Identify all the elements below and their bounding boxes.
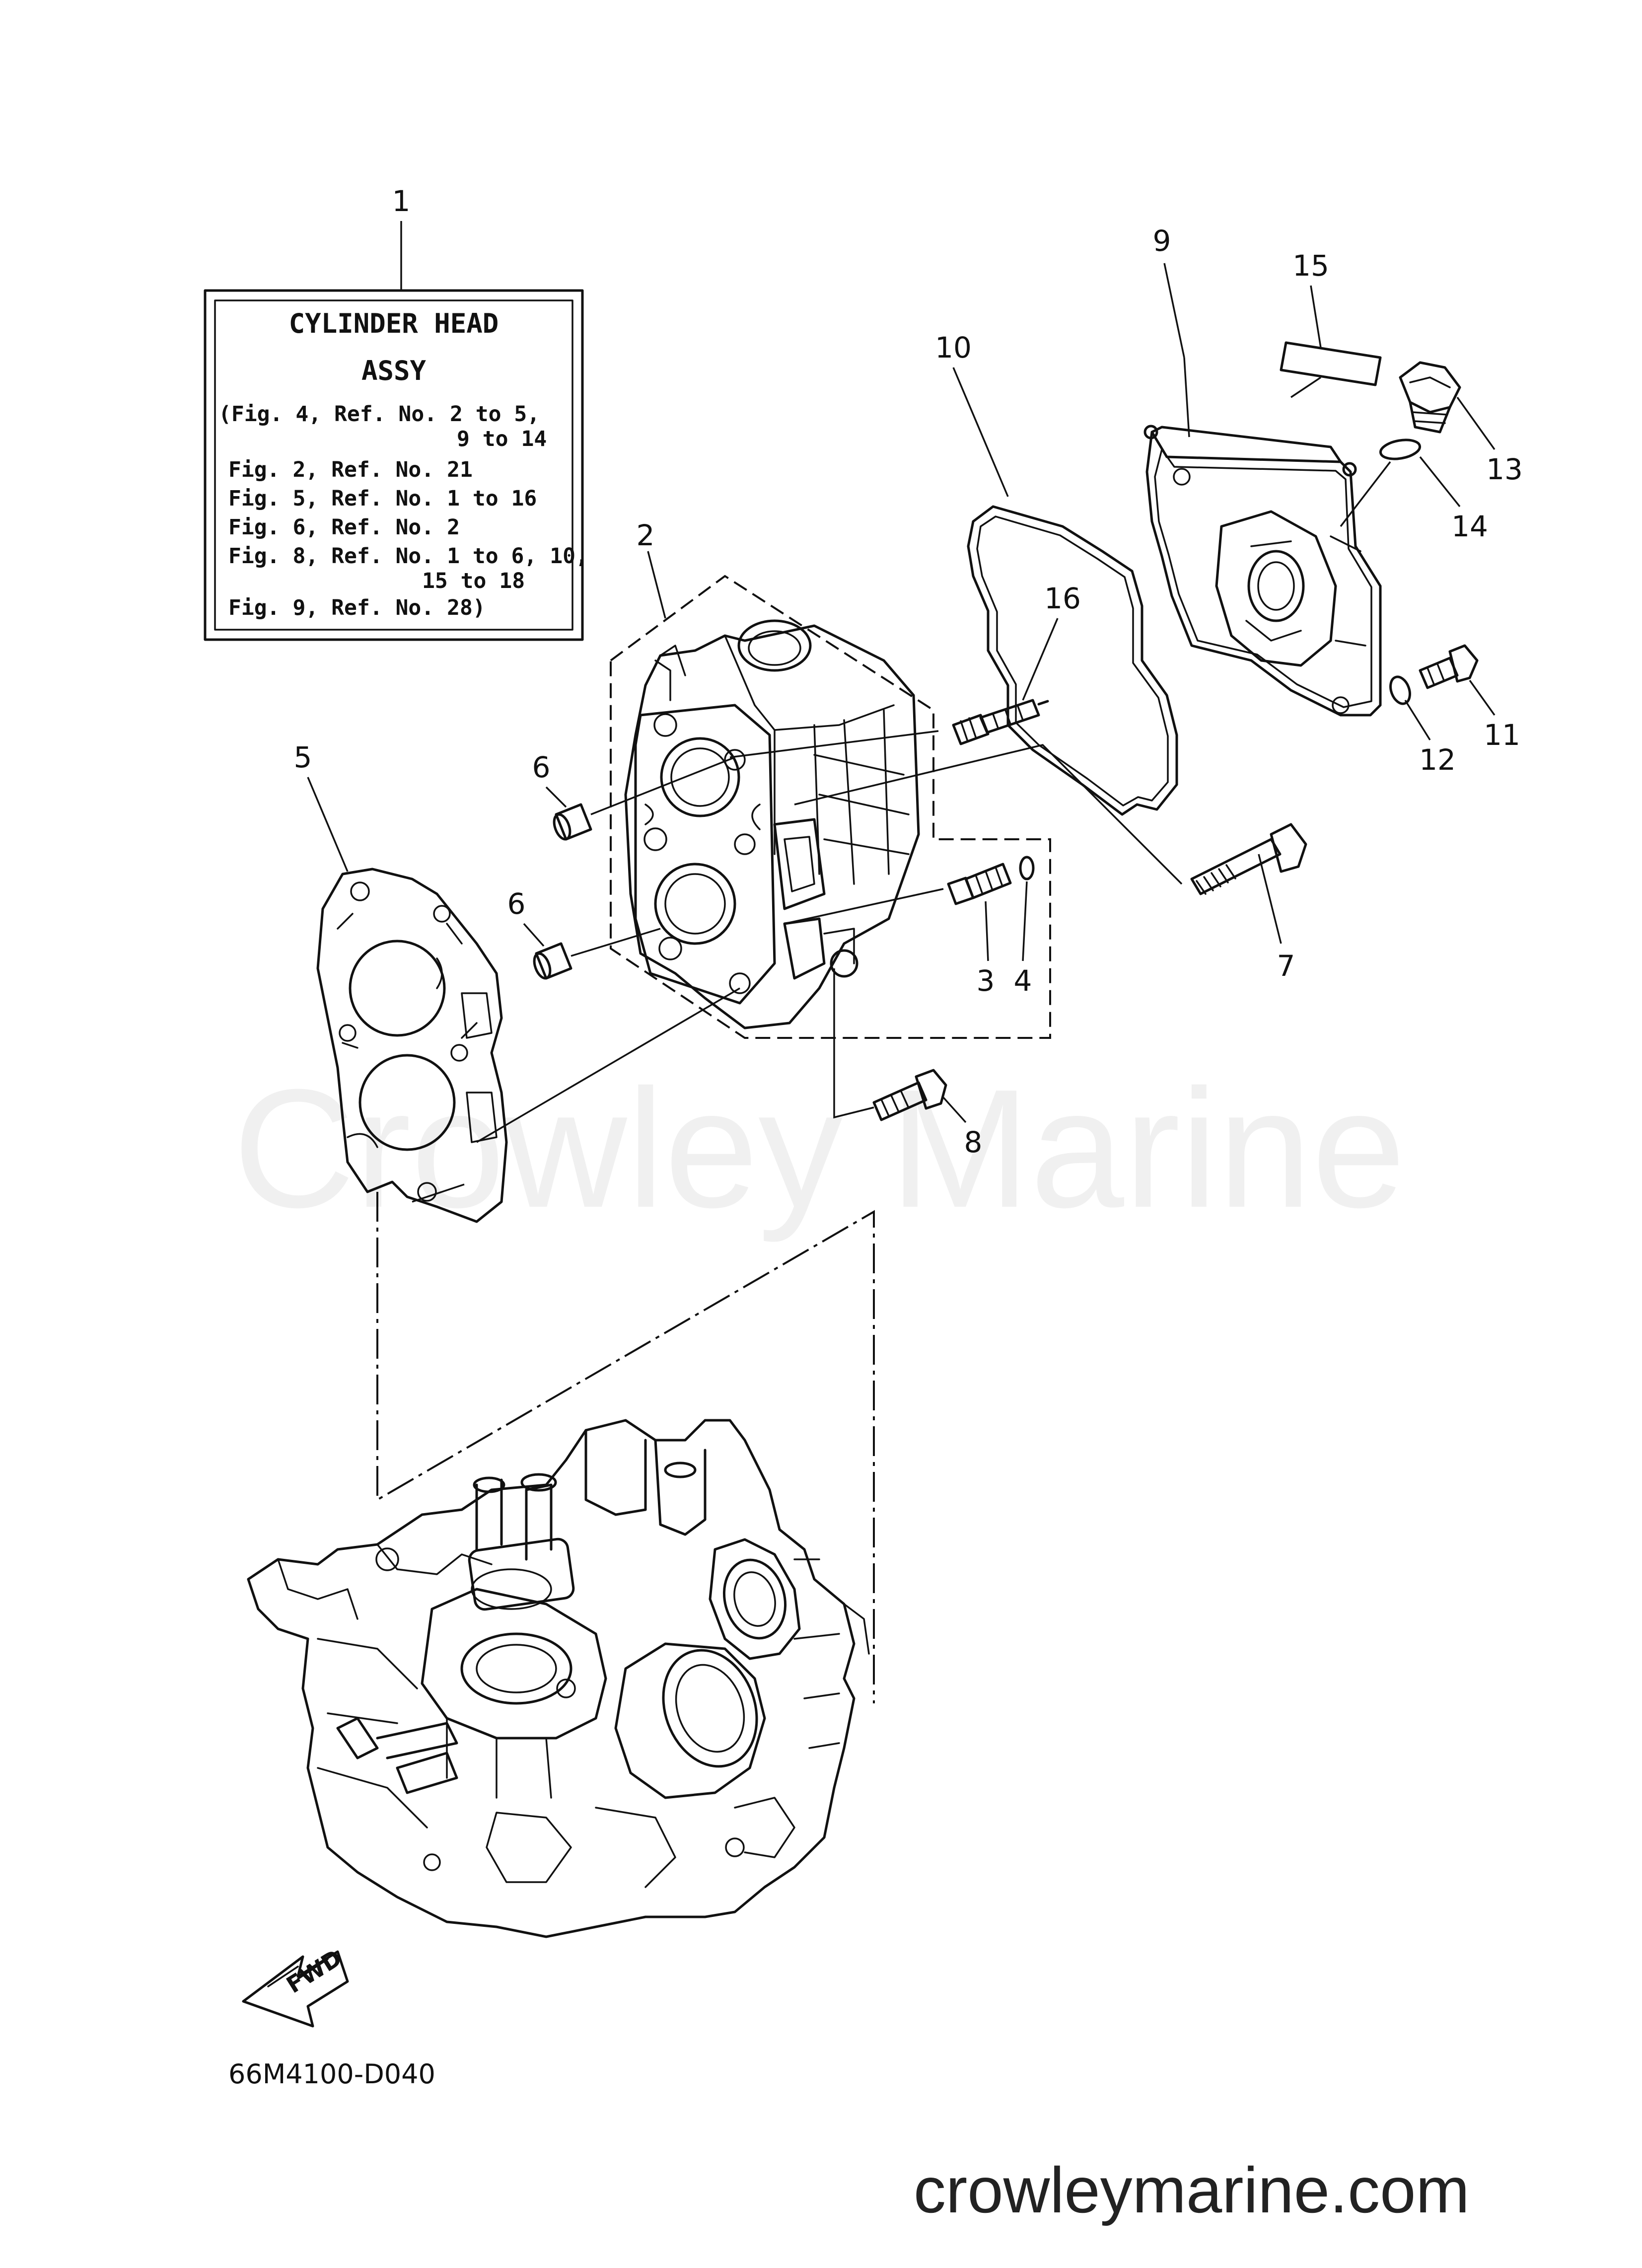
dowel-pin-upper: [553, 803, 592, 841]
cylinder-head-cover-9: [1143, 425, 1382, 717]
callout-14: 14: [1451, 510, 1488, 543]
assy-line-6: 15 to 18: [422, 569, 525, 593]
leader-3-axis: [784, 888, 944, 925]
leader-11: [1469, 679, 1496, 716]
assy-line-4: Fig. 6, Ref. No. 2: [228, 515, 460, 540]
leader-8-axis: [833, 968, 874, 1119]
leader-16: [1022, 618, 1059, 701]
diagram-code: 66M4100-D040: [228, 2058, 435, 2090]
leader-9b: [1183, 357, 1190, 438]
washer-12: [1389, 675, 1411, 705]
assy-line-5: Fig. 8, Ref. No. 1 to 6, 10,: [228, 544, 588, 569]
leader-5-axis: [476, 987, 740, 1143]
site-url: crowleymarine.com: [914, 2154, 1470, 2226]
callout-12: 12: [1419, 743, 1456, 777]
bolt-8: [872, 1069, 947, 1121]
assy-line-2: Fig. 2, Ref. No. 21: [228, 457, 473, 482]
oil-filler-cap-13: [1399, 361, 1461, 434]
leader-6b: [523, 923, 545, 947]
callout-6a: 6: [532, 750, 551, 784]
leader-7-axis: [794, 744, 1183, 885]
leader-16-axis: [729, 730, 939, 758]
callout-4: 4: [1014, 964, 1032, 998]
leader-4: [1022, 881, 1028, 961]
assy-line-3: Fig. 5, Ref. No. 1 to 16: [228, 486, 537, 511]
leader-3: [985, 901, 989, 961]
leader-14-axis: [1340, 461, 1391, 527]
forward-arrow-icon: FWD: [242, 1944, 349, 2028]
leader-5-low: [412, 1183, 465, 1203]
leader-15: [1310, 285, 1322, 348]
cylinder-head-boundary: [610, 575, 1051, 1039]
callout-6b: 6: [507, 887, 526, 921]
cylinder-block: [247, 1419, 870, 1938]
callout-5: 5: [294, 740, 312, 774]
block-alignment-frame: [376, 1192, 875, 1703]
callout-9: 9: [1153, 224, 1171, 258]
leader-6a-axis: [590, 756, 735, 815]
spark-plug-16: [952, 699, 1049, 745]
leader-2: [647, 551, 666, 619]
assy-title-line1: CYLINDER HEAD: [289, 308, 499, 339]
callout-8: 8: [964, 1125, 983, 1159]
head-gasket-5: [316, 868, 508, 1223]
plug-3: [947, 863, 1012, 905]
cylinder-head: [624, 619, 920, 1029]
washer-4: [1019, 856, 1035, 880]
watermark: Crowley Marine: [233, 1054, 1406, 1244]
leader-13: [1456, 396, 1496, 450]
cover-gasket-10: [967, 505, 1178, 816]
callout-16: 16: [1044, 582, 1081, 615]
leader-15b: [1290, 376, 1321, 398]
assy-line-0: (Fig. 4, Ref. No. 2 to 5,: [218, 402, 540, 427]
assembly-reference-box: CYLINDER HEAD ASSY (Fig. 4, Ref. No. 2 t…: [204, 289, 588, 641]
bolt-7: [1190, 823, 1307, 895]
callout-13: 13: [1486, 452, 1523, 486]
fwd-label: FWD: [282, 1944, 347, 1999]
leader-6a: [545, 786, 567, 808]
callout-15: 15: [1292, 249, 1329, 283]
o-ring-14: [1379, 439, 1422, 460]
callout-3: 3: [977, 964, 995, 998]
leader-10: [952, 367, 1009, 497]
leader-8: [942, 1097, 967, 1123]
leader-6b-axis: [571, 928, 661, 957]
label-15: [1280, 341, 1382, 386]
leader-14: [1419, 456, 1461, 508]
callout-10: 10: [935, 331, 972, 365]
assy-line-1: 9 to 14: [457, 427, 547, 451]
assy-line-7: Fig. 9, Ref. No. 28): [228, 595, 486, 620]
leader-9: [1163, 263, 1185, 358]
leader-5: [307, 777, 349, 872]
leader-7: [1258, 854, 1282, 944]
leader-12: [1404, 700, 1431, 740]
callout-2: 2: [637, 518, 655, 552]
callout-1: 1: [392, 184, 411, 218]
callout-7: 7: [1277, 949, 1295, 983]
assy-title-line2: ASSY: [361, 355, 427, 386]
callout-11: 11: [1484, 718, 1520, 752]
dowel-pin-lower: [533, 942, 572, 980]
bolt-11: [1419, 644, 1479, 689]
